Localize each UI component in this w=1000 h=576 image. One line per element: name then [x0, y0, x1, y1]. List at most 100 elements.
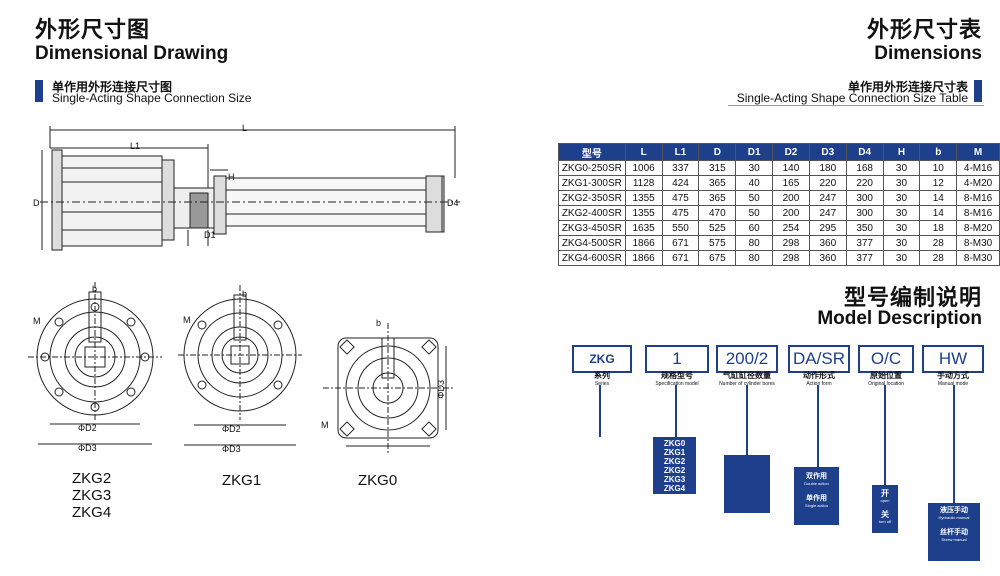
dim-M-zkg1: M	[183, 315, 191, 325]
table-header-cell: D1	[735, 143, 774, 161]
caption-zkg4: ZKG4	[72, 504, 112, 521]
table-header-cell: D	[698, 143, 737, 161]
series-item: ZKG0	[663, 439, 686, 448]
table-title-cn: 外形尺寸表	[866, 17, 982, 42]
series-item: ZKG1	[663, 448, 686, 457]
table-cell: 165	[772, 175, 810, 191]
table-cell: 470	[698, 205, 737, 221]
table-cell: 14	[919, 205, 958, 221]
table-cell: 1355	[624, 190, 663, 206]
dim-D4: D4	[447, 198, 459, 208]
model-code-caption-en: Number of cylinder bores	[719, 381, 775, 387]
table-cell: 30	[882, 175, 921, 191]
series-list-block: ZKG0 ZKG1 ZKG2 ZKG2 ZKG3 ZKG4	[653, 437, 696, 494]
table-cell: 80	[735, 250, 774, 266]
drawing-subtitle-cn: 单作用外形连接尺寸图	[52, 80, 173, 94]
manual-block: 液压手动 Hydraulic manual 丝杆手动 Screw manual	[928, 503, 980, 561]
position-block: 开 open 关 turn off	[872, 485, 898, 533]
table-cell: 360	[808, 250, 847, 266]
table-cell: 14	[919, 190, 958, 206]
table-header-cell: H	[882, 143, 921, 161]
single-action-cn: 单作用	[806, 495, 827, 502]
table-cell: 1866	[624, 235, 663, 251]
table-cell: 220	[808, 175, 847, 191]
drawing-subtitle-en: Single-Acting Shape Connection Size	[52, 91, 252, 105]
table-cell: 315	[698, 160, 737, 176]
table-cell: 350	[845, 220, 884, 236]
model-code-caption-cn: 动作形式	[803, 371, 835, 380]
table-cell: 298	[772, 235, 810, 251]
series-item: ZKG2	[663, 457, 686, 466]
table-cell: 247	[808, 190, 847, 206]
table-cell: 10	[919, 160, 958, 176]
model-code-box: 1	[645, 345, 709, 373]
table-cell: 475	[661, 190, 700, 206]
dim-D: D	[33, 198, 40, 208]
divider	[728, 105, 984, 106]
model-code-caption-cn: 原始位置	[870, 371, 902, 380]
table-cell: 424	[661, 175, 700, 191]
dim-b-zkg234: b	[92, 284, 98, 294]
table-cell: 295	[808, 220, 847, 236]
series-item: ZKG2	[663, 466, 686, 475]
model-code-caption-cn: 气缸缸径数量	[723, 371, 771, 380]
bores-block	[724, 455, 770, 513]
model-code-caption-cn: 系列	[594, 371, 610, 380]
open-cn: 开	[881, 489, 889, 498]
table-cell: ZKG3-450SR	[558, 220, 626, 236]
table-cell: 675	[698, 250, 737, 266]
series-item: ZKG3	[663, 475, 686, 484]
screw-en: Screw manual	[941, 537, 967, 542]
table-cell: ZKG2-400SR	[558, 205, 626, 221]
accent-bar-right	[974, 80, 982, 102]
table-cell: 28	[919, 250, 958, 266]
table-cell: 30	[882, 160, 921, 176]
table-cell: ZKG1-300SR	[558, 175, 626, 191]
table-cell: 18	[919, 220, 958, 236]
series-item: ZKG4	[663, 484, 686, 493]
dim-D3-zkg0: ΦD3	[436, 380, 446, 399]
dim-M-zkg0: M	[321, 420, 329, 430]
table-cell: 30	[882, 190, 921, 206]
connector-manual	[953, 385, 955, 503]
caption-zkg3: ZKG3	[72, 487, 112, 504]
action-block: 双作用 Double action 单作用 Single action	[794, 467, 839, 525]
dim-M-zkg234: M	[33, 316, 41, 326]
table-header-cell: D3	[808, 143, 847, 161]
table-cell: 180	[808, 160, 847, 176]
double-action-en: Double action	[804, 481, 829, 486]
table-cell: 1866	[624, 250, 663, 266]
table-cell: 4-M20	[956, 175, 1000, 191]
connector-bores	[746, 385, 748, 455]
table-header-cell: L1	[661, 143, 700, 161]
table-cell: 365	[698, 190, 737, 206]
table-cell: 337	[661, 160, 700, 176]
drawing-title-cn: 外形尺寸图	[35, 17, 151, 42]
connector-position	[884, 385, 886, 485]
table-cell: 377	[845, 235, 884, 251]
caption-zkg1: ZKG1	[222, 472, 262, 489]
model-code-box: HW	[922, 345, 984, 373]
dim-H: H	[228, 172, 235, 182]
table-cell: 80	[735, 235, 774, 251]
table-cell: ZKG4-600SR	[558, 250, 626, 266]
model-code-caption-en: Manual mode	[937, 381, 969, 387]
dim-b-zkg1: b	[242, 289, 248, 299]
table-cell: 247	[808, 205, 847, 221]
table-header-cell: b	[919, 143, 958, 161]
table-cell: 30	[882, 235, 921, 251]
table-header-cell: D2	[772, 143, 810, 161]
table-cell: 200	[772, 190, 810, 206]
table-cell: 8-M30	[956, 235, 1000, 251]
